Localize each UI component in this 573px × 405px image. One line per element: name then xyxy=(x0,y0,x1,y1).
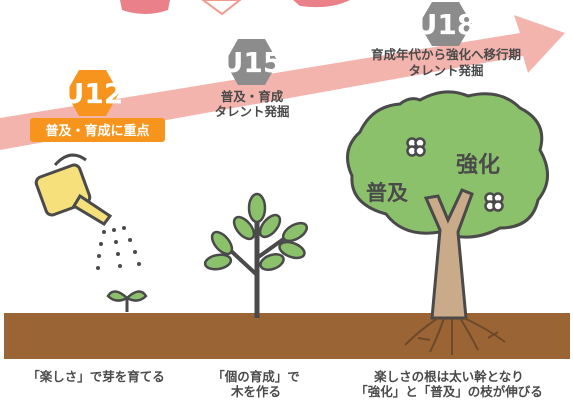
caption-stage-2: 「個の育成」で 木を作る xyxy=(193,369,319,399)
tree-label-strengthen: 強化 xyxy=(456,152,500,178)
tree-label-spread: 普及 xyxy=(366,181,409,205)
u15-hexagon xyxy=(225,39,278,85)
u12-badge-text: U12 xyxy=(62,77,124,110)
u15-label-line1: 普及・育成 xyxy=(221,89,284,104)
caption-stage-3-line1: 楽しさの根は太い幹となり xyxy=(374,369,524,384)
watering-can-icon xyxy=(34,153,113,226)
caption-stage-2-line1: 「個の育成」で xyxy=(212,369,300,384)
u18-hexagon xyxy=(419,2,472,46)
u15-label-line2: タレント発掘 xyxy=(214,104,289,119)
stage-u15-badge: U15 普及・育成 タレント発掘 xyxy=(214,39,290,119)
sapling-icon xyxy=(203,192,309,318)
flower-icon xyxy=(406,137,426,157)
u12-hexagon xyxy=(66,70,119,116)
top-decoration-shape-2 xyxy=(293,0,350,8)
u18-label-line2: タレント発掘 xyxy=(408,63,483,78)
caption-stage-1: 「楽しさ」で芽を育てる xyxy=(6,369,186,384)
tree-roots xyxy=(404,317,506,355)
growth-arrow xyxy=(0,15,565,150)
caption-stage-3-line2: 「強化」と「普及」の枝が伸びる xyxy=(355,384,543,399)
u12-label: 普及・育成に重点 xyxy=(45,123,149,139)
big-tree-icon: 強化 普及 xyxy=(346,90,549,355)
tree-trunk xyxy=(423,188,474,320)
stage-u12-badge: U12 普及・育成に重点 xyxy=(30,70,165,142)
u12-label-box xyxy=(30,118,165,142)
caption-stage-1-line1: 「楽しさ」で芽を育てる xyxy=(27,369,165,384)
top-decoration-triangle xyxy=(201,0,242,16)
top-decoration-shape xyxy=(120,0,170,14)
u18-badge-text: U18 xyxy=(415,8,477,41)
caption-stage-2-line2: 木を作る xyxy=(230,384,281,399)
flower-icon-2 xyxy=(484,192,504,212)
u18-label-line1: 育成年代から強化へ移行期 xyxy=(371,47,521,62)
u15-badge-text: U15 xyxy=(221,46,283,79)
caption-stage-3: 楽しさの根は太い幹となり 「強化」と「普及」の枝が伸びる xyxy=(333,369,565,399)
stage-u18-badge: U18 育成年代から強化へ移行期 タレント発掘 xyxy=(371,2,521,78)
sprout-icon xyxy=(106,290,148,312)
water-drops xyxy=(96,226,141,270)
ground xyxy=(4,313,570,359)
